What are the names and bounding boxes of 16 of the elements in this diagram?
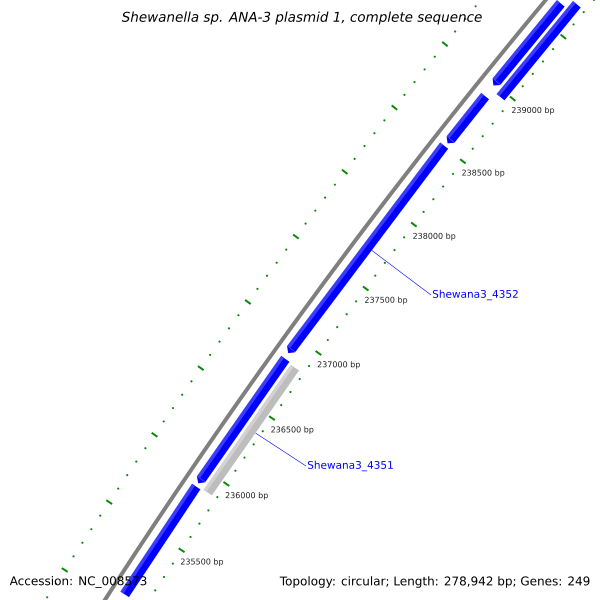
- gene-label: Shewana3_4352: [432, 290, 518, 300]
- position-label: 238500 bp: [462, 169, 504, 178]
- position-label: 236500 bp: [271, 426, 314, 434]
- position-label: 237000 bp: [318, 361, 360, 369]
- position-label: 236000 bp: [226, 492, 268, 500]
- title: Shewanella sp. ANA-3 plasmid 1, complete sequence: [122, 11, 482, 25]
- leader-line: [372, 250, 432, 296]
- position-label: 237500 bp: [365, 296, 408, 304]
- gene-label: Shewana3_4351: [308, 460, 393, 472]
- position-label: 238000 bp: [413, 232, 456, 240]
- leader-line: [255, 432, 306, 466]
- gene-bar: [446, 92, 490, 144]
- summary-label: Topology: circular; Length: 278,942 bp; Genes: 249: [278, 574, 592, 590]
- position-label: 239000 bp: [512, 106, 554, 115]
- gene-bar: [496, 0, 581, 100]
- position-label: 235500 bp: [180, 558, 224, 566]
